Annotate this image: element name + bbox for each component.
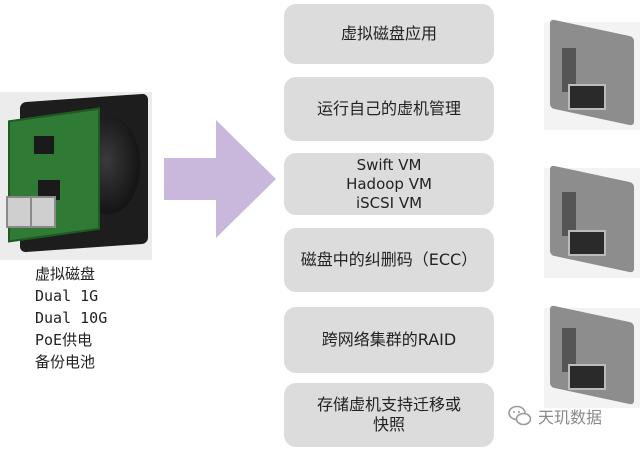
- ethernet-port: [568, 364, 606, 390]
- right-arrow-icon: [164, 120, 276, 238]
- feature-label: 虚拟磁盘应用: [340, 24, 437, 43]
- vm-label: iSCSI VM: [355, 193, 423, 212]
- ethernet-port: [568, 84, 606, 110]
- spec-item: 虚拟磁盘: [35, 265, 96, 283]
- spec-item: Dual 10G: [35, 309, 108, 327]
- watermark: 天玑数据: [508, 404, 602, 428]
- spec-item: PoE供电: [35, 331, 93, 349]
- feature-box: 虚拟磁盘应用: [284, 4, 494, 64]
- device-slot: [562, 192, 576, 236]
- feature-box: 跨网络集群的RAID: [284, 307, 494, 373]
- device-slot: [562, 48, 576, 92]
- feature-label: 存储虚机支持迁移或: [316, 395, 461, 414]
- device-image: [544, 305, 640, 408]
- ethernet-port: [6, 196, 32, 228]
- feature-label: 磁盘中的纠删码（ECC）: [300, 250, 478, 269]
- hard-drive-image: [0, 92, 152, 260]
- ethernet-port: [568, 230, 606, 256]
- feature-label: 跨网络集群的RAID: [321, 330, 457, 349]
- feature-box: 磁盘中的纠删码（ECC）: [284, 228, 494, 292]
- feature-label: 运行自己的虚机管理: [316, 99, 461, 118]
- vm-label: Swift VM: [356, 155, 422, 174]
- feature-label: 快照: [372, 415, 405, 434]
- chip: [38, 180, 60, 200]
- device-image: [544, 165, 640, 278]
- chip: [34, 136, 54, 154]
- vm-label: Hadoop VM: [346, 174, 432, 193]
- feature-box: 运行自己的虚机管理: [284, 77, 494, 141]
- feature-box-vms: Swift VM Hadoop VM iSCSI VM: [284, 153, 494, 215]
- ethernet-port: [30, 196, 56, 228]
- device-image: [544, 19, 640, 130]
- spec-item: Dual 1G: [35, 287, 99, 305]
- device-slot: [562, 328, 576, 372]
- feature-box: 存储虚机支持迁移或 快照: [284, 383, 494, 447]
- wechat-icon: [508, 405, 532, 426]
- spec-list: 虚拟磁盘 Dual 1G Dual 10G PoE供电 备份电池: [35, 263, 145, 373]
- spec-item: 备份电池: [35, 353, 96, 371]
- watermark-text: 天玑数据: [538, 408, 603, 427]
